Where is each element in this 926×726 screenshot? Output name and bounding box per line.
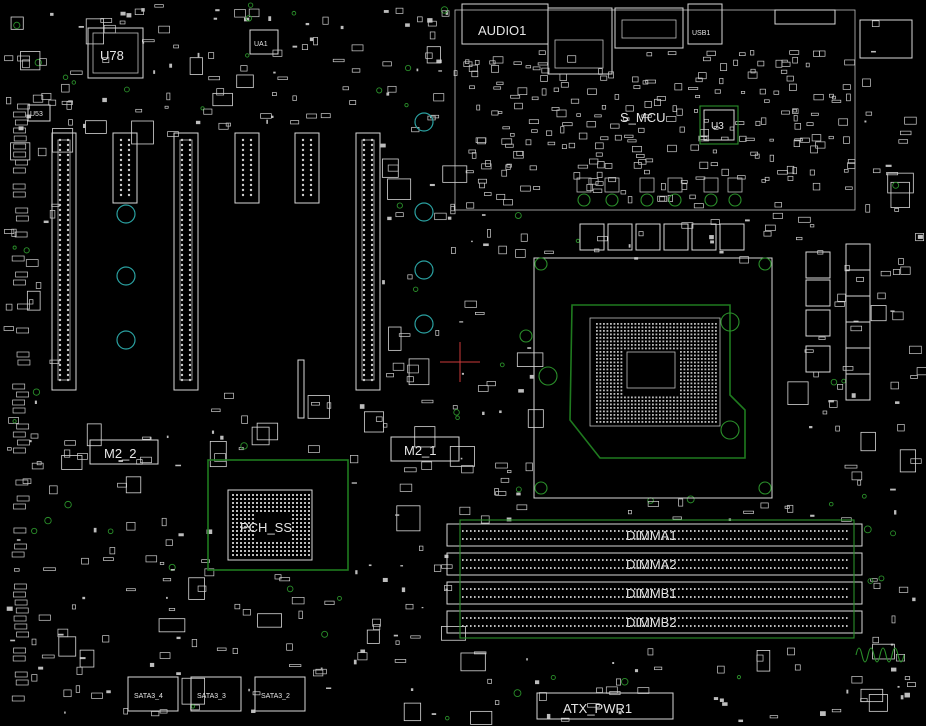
lan-usb-stack[interactable] — [547, 7, 613, 75]
m2-slot-1[interactable]: M2_1 — [390, 436, 460, 462]
sata-port-4[interactable]: SATA3_4 — [127, 676, 179, 712]
cpu-lga-pins — [596, 323, 717, 423]
pch-bga — [232, 494, 310, 556]
vrm-mosfets — [576, 177, 871, 401]
dimm-b2-slot[interactable]: DIMMB2 — [446, 610, 863, 634]
usb1-connector[interactable]: USB1 — [687, 3, 723, 45]
chip-u78-label: U78 — [100, 48, 124, 63]
dimm-a1-slot[interactable]: DIMMA1 — [446, 523, 863, 547]
audio-connector-label: AUDIO1 — [478, 23, 526, 38]
usb1-label: USB1 — [692, 30, 710, 37]
chip-ua1-label: UA1 — [254, 41, 268, 48]
dimm-b1-slot[interactable]: DIMMB1 — [446, 581, 863, 605]
pcie-slot-3[interactable] — [355, 132, 381, 391]
hdmi-dp-connector[interactable] — [614, 7, 684, 49]
chip-u53-label: U53 — [30, 111, 43, 118]
rear-io-header[interactable] — [774, 9, 913, 59]
mounting-holes — [116, 112, 434, 350]
m2-standoff-bar — [297, 359, 305, 419]
dimm-a2-slot[interactable]: DIMMA2 — [446, 552, 863, 576]
pcie-x1-slot-b[interactable] — [234, 132, 260, 204]
slot-pins — [58, 138, 374, 382]
chip-u3[interactable]: U3 — [699, 105, 739, 145]
chip-u3-label: U3 — [711, 121, 724, 132]
atx-power-connector[interactable]: ATX_PWR1 — [536, 692, 674, 720]
sata-2-label: SATA3_2 — [261, 693, 290, 700]
chip-ua1[interactable]: UA1 — [249, 29, 279, 55]
cpu-socket[interactable] — [533, 257, 773, 499]
m2-2-label: M2_2 — [104, 446, 137, 461]
atx-power-label: ATX_PWR1 — [563, 701, 632, 716]
dimm-copper-zone — [459, 519, 855, 639]
socket-holes — [519, 257, 772, 495]
pcie-x1-slot-a[interactable] — [112, 132, 138, 204]
sata-port-2[interactable]: SATA3_2 — [254, 676, 306, 712]
chip-u53[interactable]: U53 — [27, 104, 51, 122]
m2-1-label: M2_1 — [404, 443, 437, 458]
chip-u78[interactable]: U78 — [87, 27, 144, 79]
crosshair-cursor-icon — [440, 342, 480, 382]
dimm-pins — [462, 530, 848, 627]
pch-label: PCH_SS — [240, 520, 292, 535]
pcie-slot-1[interactable] — [51, 132, 77, 391]
inductor-coil — [855, 647, 905, 663]
pch-chip[interactable]: PCH_SS — [207, 459, 349, 571]
rear-io-outline — [454, 9, 856, 211]
m2-slot-2[interactable]: M2_2 — [89, 439, 159, 465]
pcie-slot-2[interactable] — [173, 132, 199, 391]
pcie-x1-slot-c[interactable] — [294, 132, 320, 204]
component-clutter — [3, 2, 926, 725]
s-mcu-label: S_MCU — [620, 110, 666, 125]
sata-4-label: SATA3_4 — [134, 693, 163, 700]
sata-port-3[interactable]: SATA3_3 — [190, 676, 242, 712]
sata-3-label: SATA3_3 — [197, 693, 226, 700]
